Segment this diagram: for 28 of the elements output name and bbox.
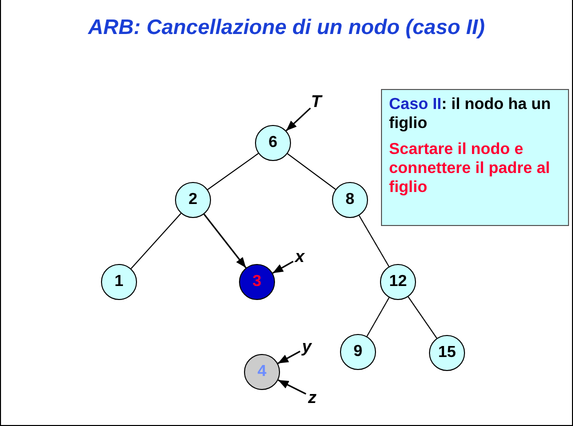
pointer-label: z: [308, 389, 316, 407]
arrow: [278, 379, 306, 395]
tree-node: 15: [429, 335, 465, 371]
note-text: Caso II: il nodo ha un figlio: [389, 95, 552, 133]
tree-node: 6: [255, 125, 291, 161]
pointer-label: y: [302, 338, 312, 356]
arrow: [272, 260, 294, 274]
tree-edge: [366, 297, 390, 337]
tree-edge: [408, 296, 438, 339]
tree-edge: [130, 212, 182, 270]
pointer-label: T: [311, 93, 322, 111]
tree-edge: [286, 153, 336, 190]
tree-node: 9: [340, 334, 376, 370]
arrow: [203, 214, 247, 268]
tree-node: 4: [244, 354, 280, 390]
arrow: [286, 108, 311, 132]
tree-node: 3: [239, 264, 275, 300]
tree-node: 2: [175, 182, 211, 218]
tree-edge: [358, 215, 390, 267]
pointer-label: x: [295, 248, 304, 266]
tree-edge: [207, 152, 259, 190]
note-text: Scartare il nodo e connettere il padre al figlio: [389, 140, 551, 197]
tree-node: 8: [332, 182, 368, 218]
note-box: [381, 89, 569, 226]
tree-node: 1: [101, 264, 137, 300]
slide-title: ARB: Cancellazione di un nodo (caso II): [86, 16, 486, 40]
arrow: [277, 350, 300, 364]
tree-node: 12: [380, 264, 416, 300]
